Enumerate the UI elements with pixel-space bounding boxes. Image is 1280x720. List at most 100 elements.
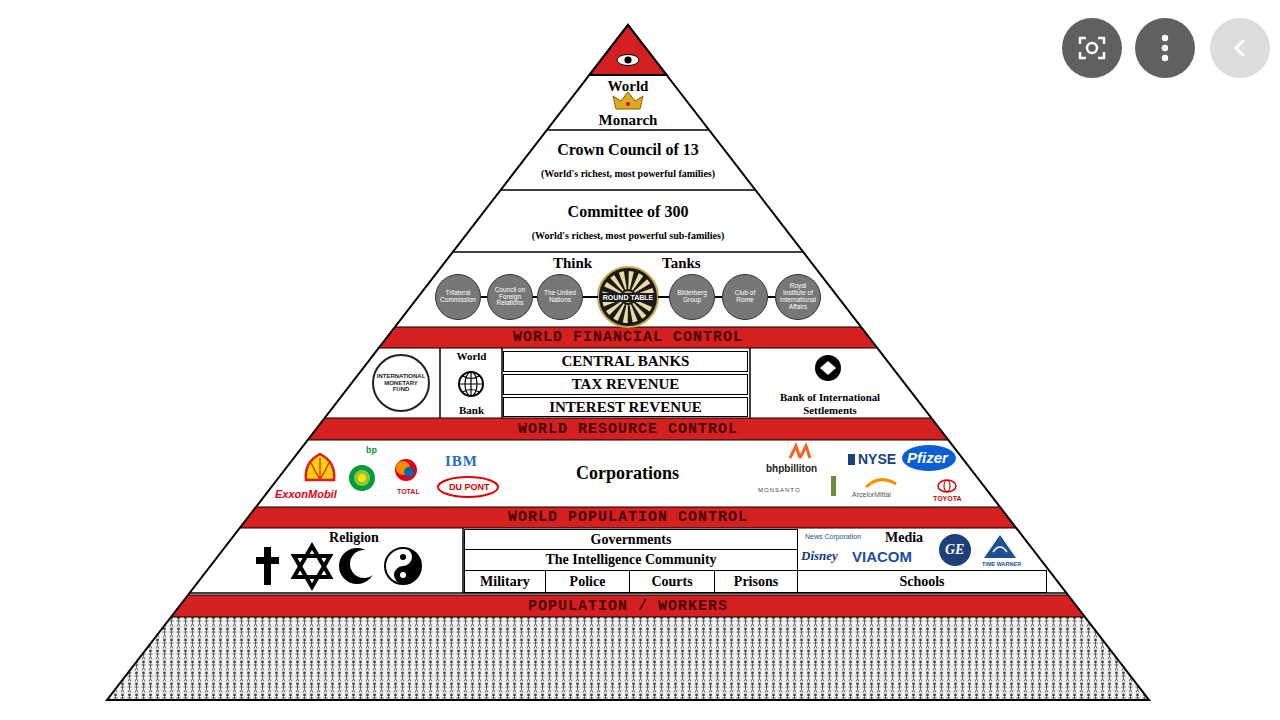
think-tank-circle: Club of Rome: [722, 274, 768, 320]
node-text: WORLD RESOURCE CONTROL: [518, 422, 738, 437]
think-tank-circle: The United Nations: [537, 274, 583, 320]
node-text: INTERNATIONAL MONETARY FUND: [377, 373, 425, 393]
node-text: (World's richest, most powerful sub-fami…: [532, 230, 725, 242]
node-text: Tanks: [662, 256, 701, 271]
node-text: (World's richest, most powerful families…: [541, 168, 715, 180]
logo-text: VIACOM: [852, 549, 912, 564]
node-text: Media: [885, 531, 923, 545]
chain-line: [715, 296, 722, 298]
tier-line: [547, 129, 709, 131]
control-cell: Police: [545, 570, 630, 593]
toyota-logo: [938, 480, 956, 492]
crowd-ground: [100, 617, 1160, 701]
crown-icon: [613, 92, 643, 109]
round-table-circle: ROUND TABLE: [598, 267, 658, 327]
cross-symbol: [256, 557, 279, 564]
religion-box: Religion: [245, 530, 463, 592]
control-band: POPULATION / WORKERS: [300, 595, 956, 617]
control-band: WORLD RESOURCE CONTROL: [380, 418, 876, 440]
yin-yang-dot: [400, 572, 406, 578]
logo-text: DU PONT: [449, 483, 490, 492]
pyramid-outline: [107, 25, 1149, 700]
logo-text: Disney: [801, 549, 838, 562]
control-cell: Prisons: [714, 570, 798, 593]
node-text: World: [608, 78, 649, 95]
node-text: The Intelligence Community: [545, 553, 716, 567]
monsanto-icon: [831, 476, 836, 496]
menu-button: [1135, 18, 1195, 78]
node-text: Monarch: [599, 112, 658, 129]
globe-icon: [459, 372, 483, 396]
red-band: [171, 595, 1085, 617]
control-band: WORLD POPULATION CONTROL: [330, 507, 926, 528]
lens-button: [1062, 18, 1122, 78]
node-text: Religion: [329, 531, 379, 545]
node-text: Council on Foreign Relations: [491, 287, 529, 307]
star-of-david: [294, 556, 330, 587]
globe-meridian: [465, 372, 477, 396]
tier-line: [501, 189, 756, 191]
node-text: Committee of 300: [568, 202, 689, 221]
node-text: WORLD POPULATION CONTROL: [508, 510, 748, 525]
crowd-figures: [100, 617, 1160, 701]
red-band: [308, 418, 949, 440]
node-text: Club of Rome: [726, 290, 764, 304]
bis-logo-mark: [820, 361, 836, 375]
tier-line: [453, 251, 803, 253]
committee-tier: Committee of 300 (World's richest, most p…: [470, 194, 786, 250]
menu-dot: [1162, 45, 1168, 51]
tier-line: [589, 74, 666, 76]
globe-lines: [459, 372, 483, 396]
control-cell: Schools: [797, 570, 1047, 593]
monarch-tier: WorldMonarch: [590, 78, 666, 128]
council-tier: Crown Council of 13 (World's richest, mos…: [520, 134, 736, 186]
chain-line: [768, 296, 775, 298]
total-logo-part: [404, 467, 414, 477]
bp-logo-center: [358, 474, 366, 482]
logo-text: bhpbilliton: [766, 464, 817, 474]
logo-text: MONSANTO: [758, 487, 801, 493]
node-text: Military: [480, 575, 530, 589]
time-warner-logo: [984, 535, 1016, 558]
eye-triangle: [589, 25, 666, 75]
logo-text: NYSE: [858, 452, 896, 466]
back-chevron: [1236, 40, 1244, 56]
node-text: POPULATION / WORKERS: [528, 599, 728, 614]
imf-seal: INTERNATIONAL MONETARY FUND: [372, 354, 430, 412]
think-tank-circle: Council on Foreign Relations: [487, 274, 533, 320]
bis-box: Bank of International Settlements: [755, 351, 905, 416]
logo-text: News Corporation: [805, 533, 861, 540]
menu-dot: [1162, 55, 1168, 61]
logo-text: GE: [945, 543, 964, 557]
divider-line: [439, 348, 441, 418]
logo-text: ExxonMobil: [275, 489, 337, 500]
corporations-tier: Corporations: [540, 445, 715, 501]
lens-icon: [1087, 43, 1097, 53]
node-text: WORLD FINANCIAL CONTROL: [513, 330, 743, 345]
arcelor-swoosh: [866, 480, 896, 487]
menu-dot: [1162, 35, 1168, 41]
logo-text: TOTAL: [397, 488, 420, 495]
dupont-oval: [438, 477, 498, 497]
control-cell: The Intelligence Community: [464, 549, 798, 571]
divider-line: [749, 348, 751, 418]
pfizer-oval: [902, 445, 956, 471]
cross-symbol: [264, 547, 271, 585]
logo-text: Pfizer: [907, 450, 948, 465]
finance-cell: CENTRAL BANKS: [503, 351, 748, 372]
yin-yang-half: [394, 548, 421, 584]
time-warner-eye: [993, 547, 1007, 552]
node-text: Royal Institute of International Affairs: [779, 283, 817, 310]
node-text: Crown Council of 13: [557, 140, 699, 159]
ge-logo: [939, 534, 971, 566]
bis-logo: [815, 355, 841, 381]
think-tank-circle: Royal Institute of International Affairs: [775, 274, 821, 320]
think-tank-circle: Trilateral Commission: [435, 274, 481, 320]
nyse-icon: [848, 454, 855, 465]
node-text: World: [457, 351, 487, 362]
finance-cell: TAX REVENUE: [503, 374, 748, 395]
finance-cell: INTEREST REVENUE: [503, 397, 748, 417]
logo-text: ArcelorMittal: [852, 491, 891, 498]
node-text: ROUND TABLE: [601, 293, 655, 302]
